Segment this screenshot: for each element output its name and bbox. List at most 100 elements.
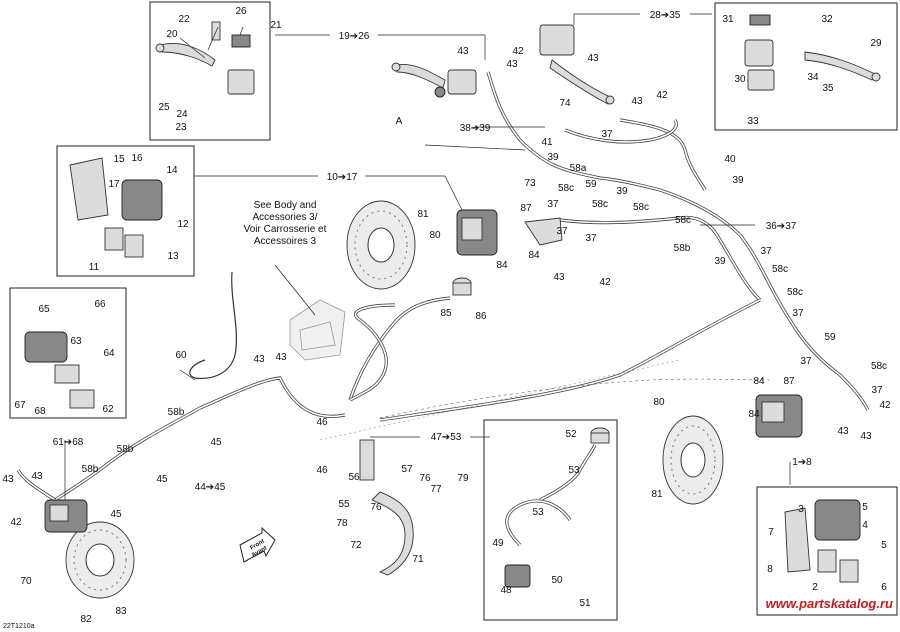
callout-c85: 85 <box>440 308 452 319</box>
inset-box-front-caliper-left <box>756 486 898 616</box>
callout-c43j: 43 <box>837 426 849 437</box>
watermark: www.partskatalog.ru <box>766 596 893 611</box>
callout-cA: A <box>396 116 403 127</box>
callout-c42c: 42 <box>599 277 611 288</box>
callout-r1017: 10➔17 <box>327 172 358 183</box>
callout-c58b4: 58b <box>82 464 99 475</box>
callout-c58b1: 58b <box>674 243 691 254</box>
callout-c20: 20 <box>166 29 178 40</box>
callout-c84b: 84 <box>496 260 508 271</box>
callout-c22: 22 <box>178 14 190 25</box>
callout-c83: 83 <box>115 606 127 617</box>
callout-c58c4: 58c <box>675 215 691 226</box>
callout-c43i: 43 <box>2 474 14 485</box>
callout-c30: 30 <box>734 74 746 85</box>
callout-c5b: 5 <box>881 540 887 551</box>
callout-c34: 34 <box>807 72 819 83</box>
callout-c84d: 84 <box>748 409 760 420</box>
callout-c43d: 43 <box>631 96 643 107</box>
callout-c58c6: 58c <box>787 287 803 298</box>
brake-hoses <box>16 71 870 547</box>
callout-c58c7: 58c <box>871 361 887 372</box>
front-brake-disc-right <box>346 200 416 290</box>
callout-c43h: 43 <box>31 471 43 482</box>
callout-c57: 57 <box>401 464 413 475</box>
callout-c43k: 43 <box>860 431 872 442</box>
drawing-code: 22T1210a <box>3 623 35 630</box>
callout-c37e: 37 <box>760 246 772 257</box>
callout-c62: 62 <box>102 404 114 415</box>
callout-c4: 4 <box>862 520 868 531</box>
callout-c33: 33 <box>747 116 759 127</box>
inset-front-caliper-right <box>69 157 163 258</box>
inset-rear-caliper-left <box>24 331 95 409</box>
callout-c87a: 87 <box>520 203 532 214</box>
callout-c74: 74 <box>559 98 571 109</box>
callout-c42b: 42 <box>656 90 668 101</box>
handlebar-master-cylinder <box>391 62 477 98</box>
callout-c72: 72 <box>350 540 362 551</box>
callout-c56: 56 <box>348 472 360 483</box>
note-line-3: Voir Carrosserie et <box>244 224 327 235</box>
callout-c13: 13 <box>167 251 179 262</box>
callout-c55: 55 <box>338 499 350 510</box>
callout-c43c: 43 <box>587 53 599 64</box>
callout-c37b: 37 <box>547 199 559 210</box>
callout-c53a: 53 <box>568 465 580 476</box>
callout-c49: 49 <box>492 538 504 549</box>
callout-r1926: 19➔26 <box>339 31 370 42</box>
callout-c73: 73 <box>524 178 536 189</box>
callout-c81a: 81 <box>417 209 429 220</box>
callout-c37h: 37 <box>871 385 883 396</box>
callout-c39c: 39 <box>732 175 744 186</box>
callout-c87b: 87 <box>783 376 795 387</box>
callout-c43b: 43 <box>506 59 518 70</box>
left-brake-lever-assembly <box>155 21 255 95</box>
callout-c39d: 39 <box>714 256 726 267</box>
leader-lines <box>64 13 791 500</box>
callout-c43g: 43 <box>275 352 287 363</box>
callout-c80b: 80 <box>653 397 665 408</box>
inset-box-front-caliper-right <box>56 145 195 277</box>
callout-c26a: 26 <box>235 6 247 17</box>
body-accessories-ghost <box>289 299 346 361</box>
callout-c59a: 59 <box>585 179 597 190</box>
callout-c16: 16 <box>131 153 143 164</box>
callout-r3839: 38➔39 <box>460 123 491 134</box>
callout-c42a: 42 <box>512 46 524 57</box>
callout-c37g: 37 <box>800 356 812 367</box>
callout-c24: 24 <box>176 109 188 120</box>
callout-r4445: 44➔45 <box>195 482 226 493</box>
callout-c80a: 80 <box>429 230 441 241</box>
callout-c48: 48 <box>500 585 512 596</box>
callout-c58b3: 58b <box>117 444 134 455</box>
front-reservoir <box>452 277 472 296</box>
callout-c58a: 58a <box>570 163 587 174</box>
callout-c65: 65 <box>38 304 50 315</box>
callout-c68: 68 <box>34 406 46 417</box>
inset-box-rear-caliper-left <box>9 287 127 419</box>
callout-r3637: 36➔37 <box>766 221 797 232</box>
hose-bracket <box>524 217 563 246</box>
callout-c41: 41 <box>541 137 553 148</box>
dashed-routing-line <box>379 378 771 419</box>
callout-c45b: 45 <box>156 474 168 485</box>
callout-c52: 52 <box>565 429 577 440</box>
callout-c21: 21 <box>270 20 282 31</box>
callout-c59b: 59 <box>824 332 836 343</box>
inset-box-right-master-cylinder <box>714 2 898 131</box>
callout-c70: 70 <box>20 576 32 587</box>
callout-c58c5: 58c <box>772 264 788 275</box>
callout-c50: 50 <box>551 575 563 586</box>
callout-c39a: 39 <box>547 152 559 163</box>
callout-c78: 78 <box>336 518 348 529</box>
callout-c58c3: 58c <box>633 202 649 213</box>
callout-c86: 86 <box>475 311 487 322</box>
callout-c66: 66 <box>94 299 106 310</box>
callout-c14: 14 <box>166 165 178 176</box>
callout-c11: 11 <box>89 262 100 273</box>
callout-c46b: 46 <box>316 465 328 476</box>
callout-c53b: 53 <box>532 507 544 518</box>
callout-c40: 40 <box>724 154 736 165</box>
